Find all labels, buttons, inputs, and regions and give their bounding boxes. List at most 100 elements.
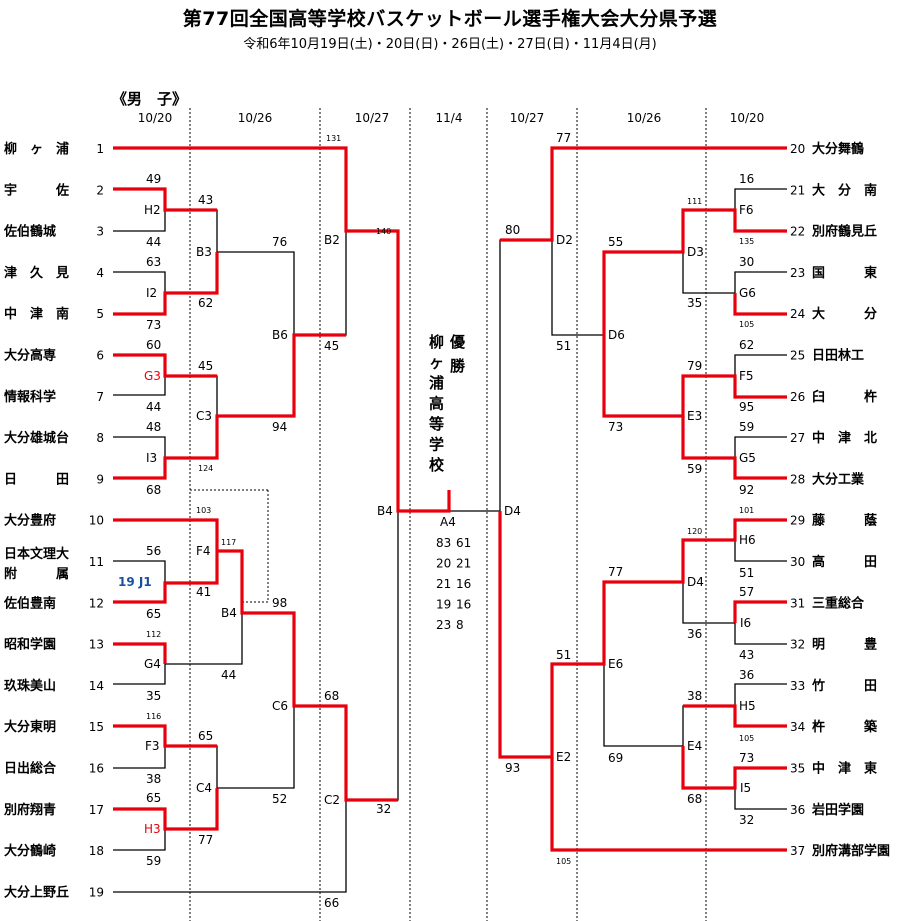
score: 116: [146, 712, 161, 721]
score: 60: [146, 338, 161, 352]
score: 65: [198, 729, 213, 743]
score: 79: [687, 359, 702, 373]
left-team-name: 佐伯鶴城: [3, 224, 56, 240]
right-team-name: 竹 田: [811, 678, 877, 694]
left-team-name: 日 田: [4, 472, 69, 487]
left-team-name: 大分鶴崎: [4, 843, 56, 859]
score: 32: [739, 813, 754, 827]
left-team-name: 玖珠美山: [4, 678, 56, 694]
champion-label: 優勝: [449, 333, 466, 375]
score: 73: [739, 751, 754, 765]
right-team-seed: 25: [790, 349, 805, 363]
champion-team-char: 高: [429, 395, 444, 413]
right-team-seed: 30: [790, 555, 805, 569]
score: 32: [376, 802, 391, 816]
right-team-seed: 33: [790, 679, 805, 693]
left-team-name: 大分雄城台: [4, 430, 69, 446]
right-team-seed: 21: [790, 183, 805, 197]
final-score-right: 21: [456, 557, 471, 571]
code-e3: E3: [687, 409, 702, 423]
final-score-right: 16: [456, 598, 471, 612]
score: 105: [739, 320, 754, 329]
champion-label-char: 勝: [450, 357, 466, 375]
left-team-name: 日出総合: [4, 761, 57, 777]
code-e2: E2: [556, 750, 571, 764]
score: 95: [739, 400, 754, 414]
score: 35: [687, 296, 702, 310]
score: 44: [146, 235, 161, 249]
code-i2: I2: [146, 286, 157, 300]
score: 59: [739, 420, 754, 434]
date-col-3: 10/27: [355, 111, 390, 125]
code-c6: C6: [272, 699, 288, 713]
category-label: 《男 子》: [112, 90, 187, 108]
score: 101: [739, 506, 754, 515]
final-score-right: 16: [456, 577, 471, 591]
code-b6: B6: [272, 328, 288, 342]
code-f4: F4: [196, 544, 211, 558]
left-team-seed: 18: [89, 844, 104, 858]
score: 73: [608, 420, 623, 434]
champion-team-char: 等: [429, 415, 444, 433]
scores: 131 140 49 44 43 76 63 73 62 45 60 44 45…: [146, 131, 754, 910]
score: 44: [146, 400, 161, 414]
left-team-seed: 17: [89, 803, 104, 817]
left-team-name: 別府翔青: [3, 802, 56, 818]
score: 51: [556, 339, 571, 353]
score: 62: [739, 338, 754, 352]
left-team-seed: 8: [96, 431, 104, 445]
code-d4-semi: D4: [504, 504, 521, 518]
code-h2: H2: [144, 203, 161, 217]
score: 62: [198, 296, 213, 310]
code-f6: F6: [739, 203, 754, 217]
score: 65: [146, 607, 161, 621]
score: 16: [739, 172, 754, 186]
code-i3: I3: [146, 451, 157, 465]
right-team-seed: 36: [790, 803, 805, 817]
right-team-name: 岩田学園: [811, 802, 864, 818]
right-team-seed: 34: [790, 720, 805, 734]
score: 38: [687, 689, 702, 703]
code-e6: E6: [608, 657, 623, 671]
score: 65: [146, 791, 161, 805]
score: 105: [556, 857, 571, 866]
champion-team-char: 校: [429, 456, 445, 474]
score: 80: [505, 223, 520, 237]
score: 45: [324, 339, 339, 353]
score: 77: [556, 131, 571, 145]
left-team-name: 中 津 南: [4, 306, 69, 322]
score: 59: [687, 462, 702, 476]
right-team-name: 大 分 南: [812, 182, 877, 198]
score: 98: [272, 596, 287, 610]
left-team-name: 佐伯豊南: [3, 595, 56, 611]
left-team-seed: 7: [96, 390, 104, 404]
final-score-left: 83: [436, 536, 451, 550]
right-team-name: 大分工業: [812, 471, 865, 487]
date-col-2: 10/26: [238, 111, 273, 125]
left-team-seed: 12: [89, 596, 104, 610]
page-subtitle: 令和6年10月19日(土)・20日(日)・26日(土)・27日(日)・11月4日…: [243, 37, 657, 52]
score: 124: [198, 464, 213, 473]
score: 41: [196, 585, 211, 599]
left-team-name: 昭和学園: [4, 637, 56, 653]
final-score-right: 8: [456, 618, 464, 632]
score: 55: [608, 235, 623, 249]
left-team-seed: 11: [89, 555, 104, 569]
champion-team-char: 浦: [429, 374, 444, 392]
right-team-seed: 22: [790, 225, 805, 239]
score: 120: [687, 527, 702, 536]
right-team-seed: 20: [790, 142, 805, 156]
right-team-name: 大 分: [812, 306, 877, 322]
score: 140: [376, 227, 391, 236]
date-col-1: 10/20: [138, 111, 173, 125]
score: 68: [146, 483, 161, 497]
champion-label-char: 優: [449, 333, 466, 351]
left-team-seed: 6: [96, 349, 104, 363]
score: 38: [146, 772, 161, 786]
code-g6: G6: [739, 286, 756, 300]
left-team-name: 情報科学: [4, 389, 56, 405]
score: 105: [739, 734, 754, 743]
code-c4: C4: [196, 781, 212, 795]
code-h6: H6: [739, 533, 756, 547]
champion-team-char: 柳: [429, 333, 444, 351]
